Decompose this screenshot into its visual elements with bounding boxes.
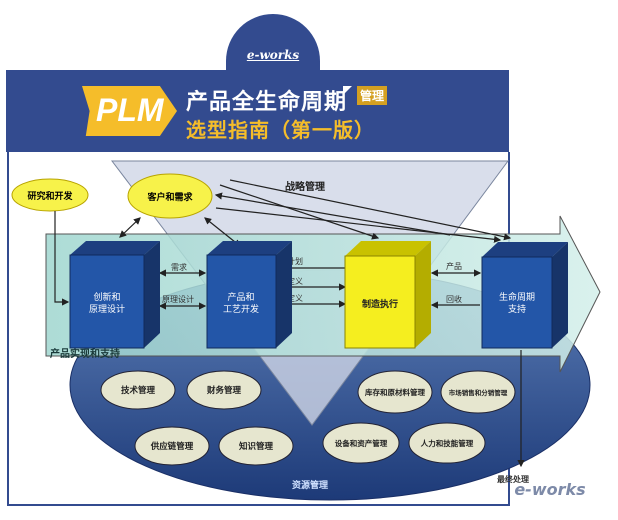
cloud-research: 研究和开发 [11,178,89,212]
box-lifecycle: 生命周期 支持 [481,242,568,349]
svg-text:知识管理: 知识管理 [239,441,274,452]
ellipse-sales-mgmt: 市场销售和分销管理 [440,370,516,414]
eworks-logo: e-works [246,48,300,62]
ellipse-tech-mgmt: 技术管理 [100,370,176,410]
apply-button[interactable]: 点此 申请 [526,85,576,135]
box-innovation: 创新和 原理设计 [69,241,160,349]
link-label-product: 产品 [446,261,462,271]
link-label-demand: 需求 [171,262,187,272]
ellipse-supply-chain-mgmt: 供应链管理 [134,426,210,466]
plm-badge: PLM [82,86,177,136]
svg-text:财务管理: 财务管理 [206,385,242,396]
ellipse-knowledge-mgmt: 知识管理 [218,426,294,466]
svg-text:产品和: 产品和 [227,291,254,303]
cloud-customer: 客户和需求 [127,173,213,219]
svg-text:支持: 支持 [508,303,526,315]
strategy-label: 战略管理 [285,180,325,193]
flow-arrows [54,179,525,468]
final-disposal-label: 最终处理 [497,474,529,484]
svg-text:研究和开发: 研究和开发 [27,190,73,202]
title-corner-mark [343,86,352,95]
title-line2: 选型指南（第一版） [186,118,375,142]
svg-text:人力和技能管理: 人力和技能管理 [421,438,474,448]
svg-text:创新和: 创新和 [93,291,120,303]
svg-text:客户和需求: 客户和需求 [146,191,193,203]
svg-text:工艺开发: 工艺开发 [223,303,259,315]
link-label-principle: 原理设计 [162,294,194,304]
band-label: 产品实现和支持 [50,347,120,360]
link-label-recycle: 回收 [446,294,462,304]
svg-text:生命周期: 生命周期 [499,291,535,303]
svg-text:技术管理: 技术管理 [121,385,156,396]
title-line1: 产品全生命周期 [186,90,348,115]
svg-text:库存和原材料管理: 库存和原材料管理 [365,387,425,397]
svg-text:供应链管理: 供应链管理 [150,441,194,452]
watermark-logo: e-works [514,480,585,499]
box-product: 产品和 工艺开发 [206,241,292,349]
product-realization-arrow [45,215,601,373]
title-tag: 管理 [357,86,388,105]
svg-text:制造执行: 制造执行 [362,298,398,310]
svg-text:设备和资产管理: 设备和资产管理 [335,438,388,448]
ellipse-hr-mgmt: 人力和技能管理 [408,422,486,464]
ellipse-finance-mgmt: 财务管理 [186,370,262,410]
resources-label: 资源管理 [292,479,328,491]
svg-text:市场销售和分销管理: 市场销售和分销管理 [449,388,508,397]
ellipse-equipment-mgmt: 设备和资产管理 [322,422,400,464]
ellipse-inventory-mgmt: 库存和原材料管理 [357,370,433,414]
box-manufacturing: 制造执行 [344,241,431,349]
svg-text:原理设计: 原理设计 [89,303,125,315]
